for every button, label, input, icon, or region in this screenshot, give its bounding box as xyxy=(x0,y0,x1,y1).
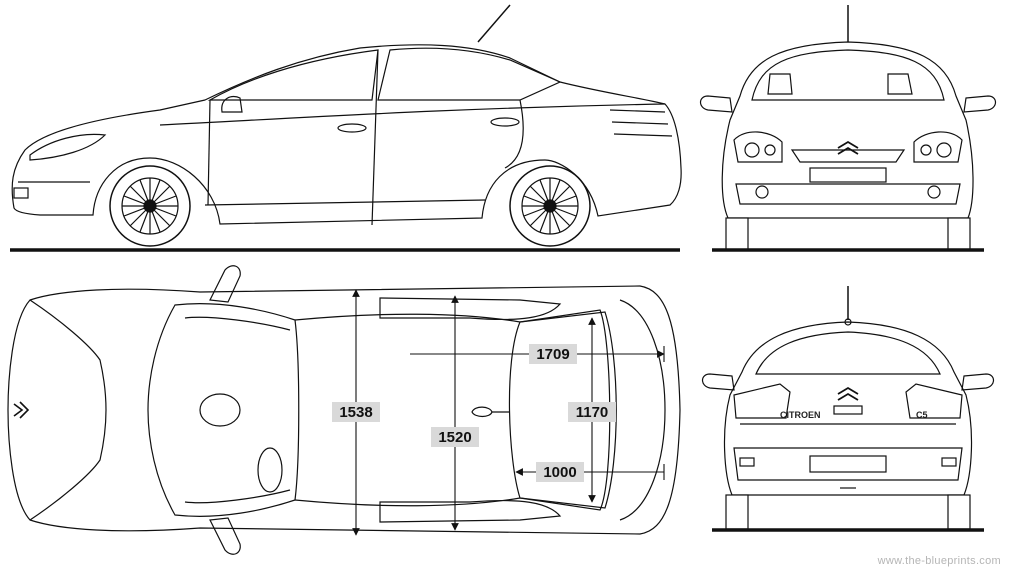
dim-label-1170: 1170 xyxy=(576,404,609,421)
top-antenna xyxy=(471,406,493,418)
top-steering-wheel xyxy=(199,393,241,427)
rear-left-mirror xyxy=(701,373,735,391)
dim-label-1538: 1538 xyxy=(339,404,372,421)
front-headlight-right xyxy=(913,131,963,163)
rear-badge-plate xyxy=(833,405,863,415)
top-mirror-lower xyxy=(209,517,241,555)
side-mirror xyxy=(221,95,243,113)
front-body-outline xyxy=(721,41,974,219)
rear-bumper xyxy=(733,447,963,481)
front-view xyxy=(699,5,997,252)
rear-reflector-right xyxy=(941,457,957,467)
top-trunk-lid xyxy=(619,299,666,521)
watermark: www.the-blueprints.com xyxy=(877,555,1001,567)
side-front-wheel xyxy=(109,165,191,247)
rear-tire-right xyxy=(947,494,971,530)
rear-view xyxy=(701,286,995,532)
dim-label-1709-group: 1709 xyxy=(529,344,577,364)
side-trunk-lines xyxy=(609,109,673,137)
dimension-lines xyxy=(352,289,665,536)
dim-label-1709: 1709 xyxy=(536,346,569,363)
dim-label-1538-group: 1538 xyxy=(332,402,380,422)
side-body-outline xyxy=(11,44,682,225)
front-foglight-left xyxy=(755,185,769,199)
side-b-pillar xyxy=(371,49,379,226)
rear-plate xyxy=(809,455,887,473)
front-tire-left xyxy=(725,217,749,251)
rear-badge-text: CITROEN xyxy=(780,410,821,420)
top-body-outline xyxy=(7,285,681,535)
side-sill xyxy=(204,199,486,206)
front-left-mirror xyxy=(699,95,733,113)
side-beltline xyxy=(159,103,666,126)
side-window-rear xyxy=(377,47,562,101)
rear-taillight-left xyxy=(733,383,791,419)
front-windshield xyxy=(751,49,945,101)
rear-door-handle xyxy=(490,117,520,127)
top-side-glass-lower xyxy=(379,499,562,523)
side-front-door-line xyxy=(207,99,211,206)
top-view xyxy=(7,265,681,555)
rear-taillight-right xyxy=(905,383,963,419)
front-right-mirror xyxy=(963,95,997,113)
rear-model-text: C5 xyxy=(916,410,928,420)
top-seat xyxy=(257,447,283,493)
front-lower-intake xyxy=(735,183,961,205)
rear-body-outline xyxy=(723,321,973,496)
top-mirror-upper xyxy=(209,265,241,303)
front-foglight-right xyxy=(927,185,941,199)
front-door-handle xyxy=(337,123,367,133)
front-grille xyxy=(790,149,906,163)
rear-window xyxy=(755,331,941,375)
rear-tire-left xyxy=(725,494,749,530)
front-plate xyxy=(809,167,887,183)
rear-right-mirror xyxy=(961,373,995,391)
side-antenna xyxy=(477,4,511,43)
side-front-marker xyxy=(13,187,29,199)
front-headlight-left xyxy=(733,131,783,163)
side-window-front xyxy=(207,49,379,101)
rear-chevron-emblem xyxy=(837,386,859,401)
front-tire-right xyxy=(947,217,971,251)
side-rear-wheel xyxy=(509,165,591,247)
side-headlight xyxy=(29,133,107,161)
dim-label-1520: 1520 xyxy=(438,429,471,446)
top-rear-window xyxy=(508,311,617,509)
side-view xyxy=(10,4,682,252)
top-hood-line xyxy=(29,299,107,521)
rear-reflector-left xyxy=(739,457,755,467)
front-seats xyxy=(767,73,913,95)
front-chevron-emblem xyxy=(837,140,859,155)
top-side-glass-upper xyxy=(379,297,562,321)
dim-label-1170-group: 1170 xyxy=(568,402,616,422)
top-dashboard xyxy=(184,316,291,504)
dim-label-1000-group: 1000 xyxy=(536,462,584,482)
dim-label-1520-group: 1520 xyxy=(431,427,479,447)
side-rear-door-line xyxy=(504,99,524,169)
top-front-chevron xyxy=(13,401,30,419)
dim-label-1000: 1000 xyxy=(543,464,576,481)
top-windshield xyxy=(147,303,300,517)
